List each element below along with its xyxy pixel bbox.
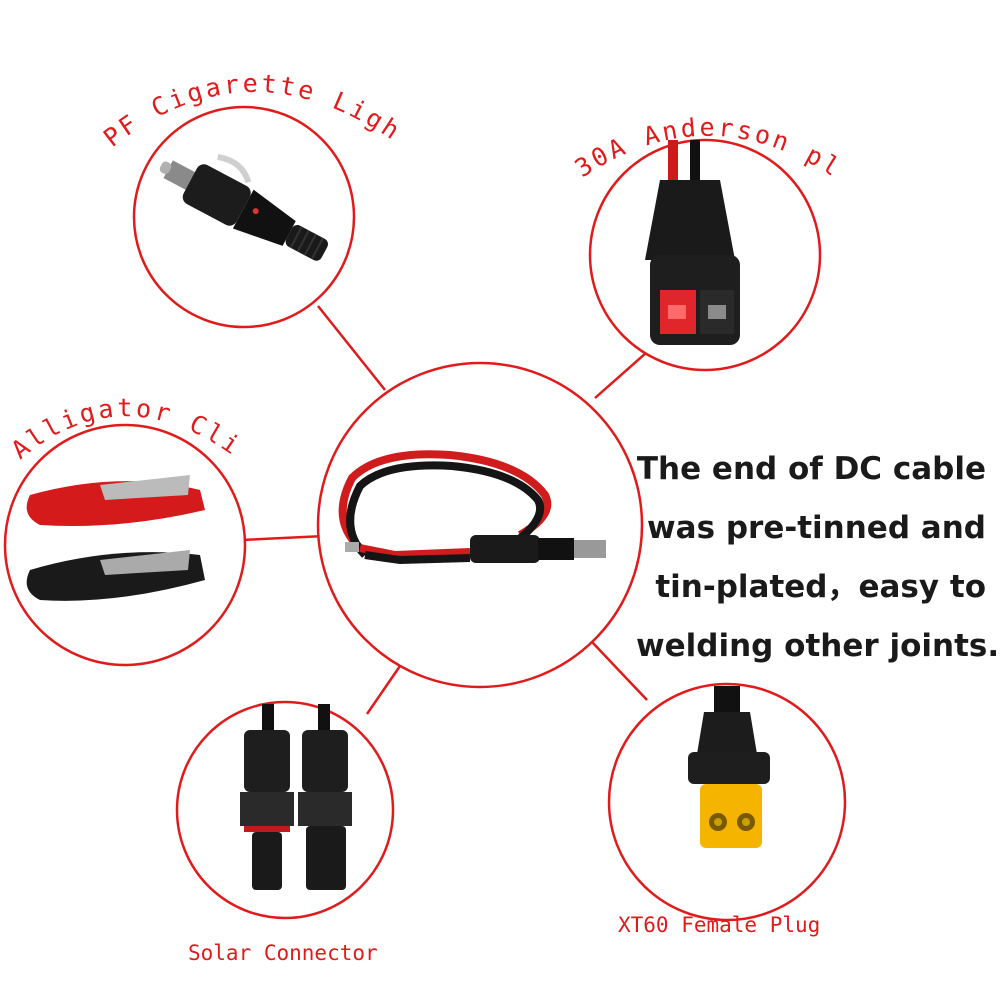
description-line-1: The end of DC cable xyxy=(636,451,986,487)
label-solar-connector: Solar Connector xyxy=(188,941,378,965)
line-xt60 xyxy=(591,641,648,701)
anderson-plug-image xyxy=(645,140,740,345)
line-alligator xyxy=(241,534,326,542)
dc-cable-image xyxy=(338,450,606,565)
cigarette-lighter-plug-image xyxy=(159,154,328,261)
xt60-plug-image xyxy=(688,686,770,848)
line-cigarette xyxy=(317,305,386,391)
line-solar xyxy=(365,665,402,715)
solar-connector-image xyxy=(240,704,352,890)
description-line-2: was pre-tinned and xyxy=(647,510,986,546)
description-text: The end of DC cable was pre-tinned and t… xyxy=(636,440,1000,676)
label-xt60-female-plug: XT60 Female Plug xyxy=(618,913,820,937)
circle-alligator xyxy=(3,423,247,667)
circle-dc-cable xyxy=(316,361,644,689)
alligator-clip-image xyxy=(26,475,205,601)
description-line-4: welding other joints. xyxy=(636,628,1000,664)
description-line-3: tin-plated，easy to xyxy=(655,569,986,605)
